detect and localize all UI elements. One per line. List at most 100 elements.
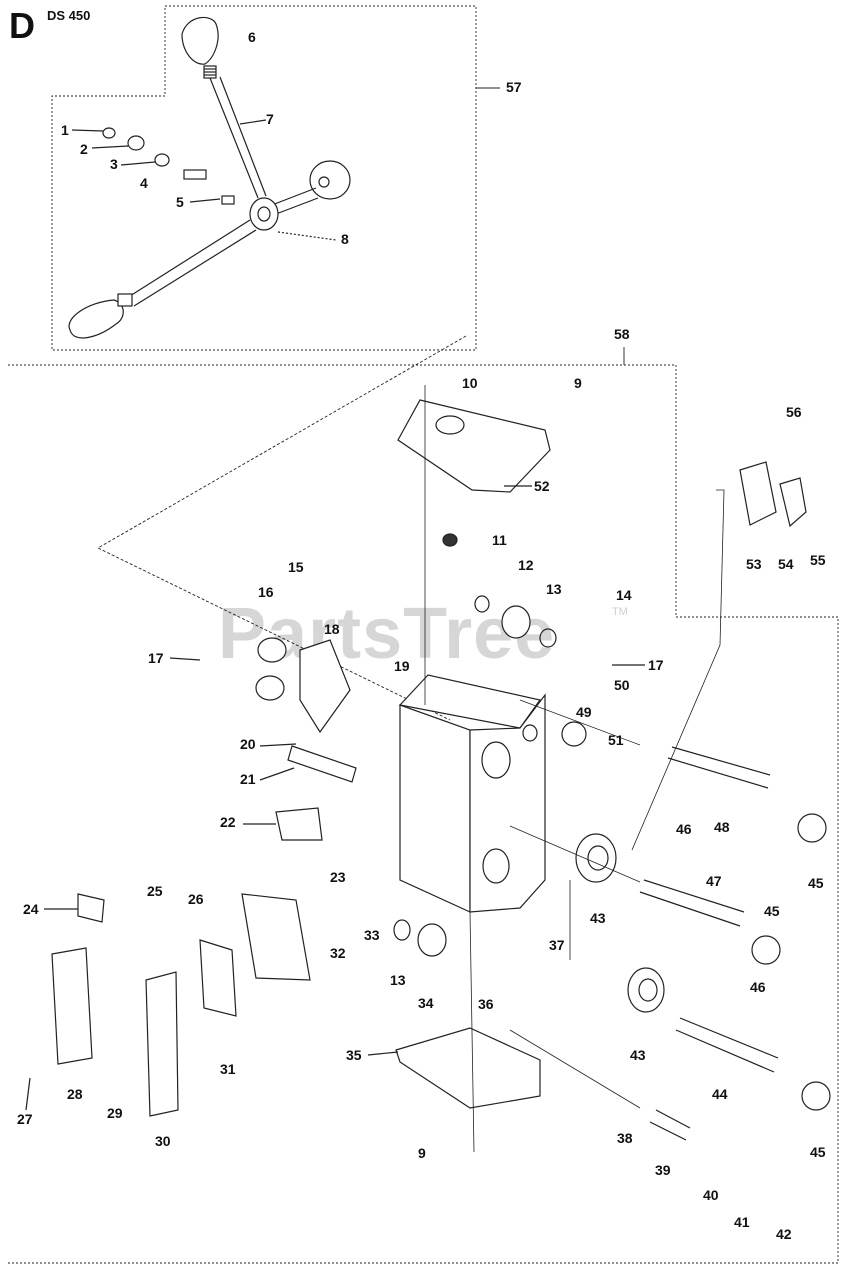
callout-13: 13	[390, 972, 406, 988]
callout-36: 36	[478, 996, 494, 1012]
section-letter: D	[9, 5, 35, 46]
bracket-axis	[631, 489, 725, 851]
callout-56: 56	[786, 404, 802, 420]
housing-bore-3	[522, 724, 538, 742]
callout-4: 4	[140, 175, 148, 191]
callout-32: 32	[330, 945, 346, 961]
callout-44: 44	[712, 1086, 728, 1102]
bearing-45-top	[797, 813, 827, 843]
leader-7	[239, 119, 267, 125]
callout-9: 9	[418, 1145, 426, 1161]
callout-17: 17	[648, 657, 664, 673]
bracket-53	[739, 461, 777, 526]
plug-11	[442, 533, 458, 547]
callout-1: 1	[61, 122, 69, 138]
callout-48: 48	[714, 819, 730, 835]
callout-21: 21	[240, 771, 256, 787]
axis-line-bottom	[469, 911, 475, 1153]
part-4-bolt	[183, 169, 207, 180]
callout-24: 24	[23, 901, 39, 917]
callout-53: 53	[746, 556, 762, 572]
axis-shaft-39	[509, 1029, 641, 1109]
leader-21	[259, 767, 295, 781]
callout-37: 37	[549, 937, 565, 953]
handle-knob-lower	[68, 293, 133, 339]
callout-14: 14	[616, 587, 632, 603]
leader-3	[120, 161, 156, 166]
part-3-washer	[154, 153, 170, 167]
handle-knob-right	[309, 160, 351, 200]
callout-34: 34	[418, 995, 434, 1011]
callout-43: 43	[590, 910, 606, 926]
fitting-24	[77, 893, 105, 923]
callout-13: 13	[546, 581, 562, 597]
callout-57: 57	[506, 79, 522, 95]
callout-42: 42	[776, 1226, 792, 1242]
part-1-washer	[102, 127, 116, 139]
callout-20: 20	[240, 736, 256, 752]
callout-3: 3	[110, 156, 118, 172]
callout-2: 2	[80, 141, 88, 157]
leader-2	[91, 145, 129, 149]
callout-41: 41	[734, 1214, 750, 1230]
part-2-nut	[127, 135, 145, 151]
shaft-39	[649, 1109, 691, 1141]
bearing-12	[501, 605, 531, 639]
callout-10: 10	[462, 375, 478, 391]
callout-8: 8	[341, 231, 349, 247]
housing-bore-1	[481, 741, 511, 779]
callout-45: 45	[810, 1144, 826, 1160]
bearing-34	[417, 923, 447, 957]
callout-6: 6	[248, 29, 256, 45]
leader-5	[189, 198, 221, 203]
plate-28	[51, 947, 93, 1065]
plate-18	[299, 639, 351, 734]
housing-body	[398, 674, 546, 913]
callout-9: 9	[574, 375, 582, 391]
leader-35	[367, 1051, 399, 1056]
callout-29: 29	[107, 1105, 123, 1121]
bracket-54	[779, 477, 807, 528]
leader-27	[25, 1077, 31, 1111]
fitting-49	[561, 721, 587, 747]
callout-55: 55	[810, 552, 826, 568]
handle-hub	[249, 197, 279, 231]
plate-30	[145, 971, 179, 1117]
callout-45: 45	[764, 903, 780, 919]
callout-31: 31	[220, 1061, 236, 1077]
callout-19: 19	[394, 658, 410, 674]
callout-18: 18	[324, 621, 340, 637]
callout-27: 27	[17, 1111, 33, 1127]
washer-13-top	[539, 628, 557, 648]
callout-43: 43	[630, 1047, 646, 1063]
callout-7: 7	[266, 111, 274, 127]
leader-17-left	[169, 657, 201, 661]
callout-49: 49	[576, 704, 592, 720]
handle-shaft-top	[209, 76, 267, 199]
callout-45: 45	[808, 875, 824, 891]
callout-11: 11	[492, 532, 507, 548]
callout-22: 22	[220, 814, 236, 830]
callout-25: 25	[147, 883, 163, 899]
callout-26: 26	[188, 891, 204, 907]
callout-58: 58	[614, 326, 630, 342]
washer-12b	[474, 595, 490, 613]
callout-30: 30	[155, 1133, 171, 1149]
callout-40: 40	[703, 1187, 719, 1203]
model-name: DS 450	[47, 8, 91, 23]
callout-33: 33	[364, 927, 380, 943]
shaft-48	[667, 746, 771, 789]
watermark-trademark: TM	[612, 606, 628, 618]
part-5-spring	[221, 195, 235, 205]
plate-26	[241, 893, 311, 981]
bottom-cover	[395, 1027, 541, 1109]
handle-group-boundary	[51, 5, 477, 351]
callout-16: 16	[258, 584, 274, 600]
shaft-44	[675, 1017, 779, 1073]
top-cover	[397, 399, 551, 493]
callout-46: 46	[750, 979, 766, 995]
callout-15: 15	[288, 559, 304, 575]
bearing-45-mid	[751, 935, 781, 965]
